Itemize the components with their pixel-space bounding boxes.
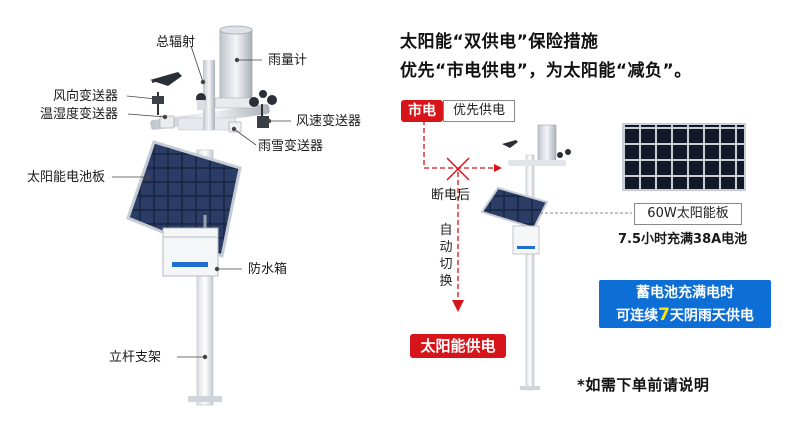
auto-switch-char: 动 [439, 240, 453, 255]
label-solar-panel: 太阳能电池板 [27, 170, 106, 185]
rain-gauge-graphic [214, 25, 258, 109]
solar-supply-tag: 太阳能供电 [410, 334, 506, 358]
wind-vane-graphic [150, 72, 182, 115]
auto-switch-char: 换 [439, 274, 453, 289]
anemometer-graphic [249, 90, 277, 128]
auto-switch-char: 自 [439, 223, 453, 238]
battery-days-value: 7 [658, 305, 670, 325]
down-arrow-head [452, 300, 464, 312]
label-wind-direction: 风向变送器 [53, 89, 119, 104]
label-rain-gauge: 雨量计 [268, 53, 308, 68]
panel-spec-label: 60W太阳能板 [634, 203, 742, 225]
label-radiation: 总辐射 [156, 35, 196, 50]
label-rain-snow: 雨雪变送器 [258, 139, 324, 154]
auto-switch-text: 自 动 切 换 [438, 222, 454, 290]
auto-switch-char: 切 [439, 257, 453, 272]
battery-line-2: 可连续7天阴雨天供电 [599, 304, 771, 327]
label-wind-speed: 风速变送器 [296, 114, 362, 129]
label-waterproof-box: 防水箱 [248, 262, 288, 277]
order-note: *如需下单前请说明 [577, 376, 710, 394]
charge-spec-label: 7.5小时充满38A电池 [618, 232, 748, 247]
radiation-sensor-graphic [196, 93, 206, 110]
cut-cross-mark [446, 157, 470, 181]
waterproof-box-graphic [162, 227, 219, 277]
right-arrow-head [494, 164, 502, 172]
large-solar-panel-graphic [622, 123, 746, 191]
grid-priority-label: 优先供电 [443, 100, 515, 122]
title-line-1: 太阳能“双供电”保险措施 [400, 32, 599, 52]
rain-snow-graphic [228, 121, 242, 133]
callout-leaders [112, 45, 291, 360]
title-line-2: 优先“市电供电”，为太阳能“减负”。 [400, 61, 692, 81]
label-temp-humidity: 温湿度变送器 [40, 107, 119, 122]
battery-line-2-post: 天阴雨天供电 [669, 308, 754, 324]
power-path-lines [423, 120, 498, 300]
battery-info-box: 蓄电池充满电时 可连续7天阴雨天供电 [599, 280, 771, 328]
small-station-graphic [480, 124, 571, 391]
battery-line-1: 蓄电池充满电时 [636, 285, 734, 301]
battery-line-2-pre: 可连续 [616, 308, 659, 324]
label-pole: 立杆支架 [109, 350, 162, 365]
power-cut-label: 断电后 [431, 188, 471, 203]
grid-power-tag: 市电 [401, 100, 443, 122]
temp-humidity-graphic [159, 115, 175, 129]
